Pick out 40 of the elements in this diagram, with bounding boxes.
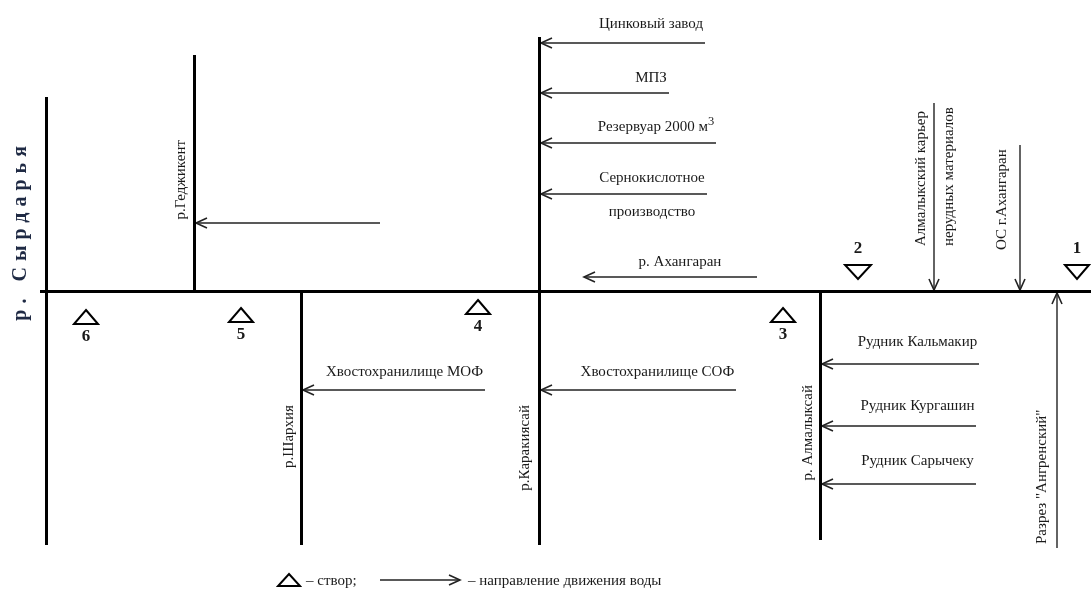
source-label: Рудник Сарычеку	[830, 451, 1005, 489]
arrow	[928, 102, 940, 291]
source-label: Разрез "Ангренский"	[1030, 340, 1062, 544]
station-number: 6	[80, 326, 92, 346]
source-label: МПЗ	[575, 68, 727, 98]
river-label: р. Ахангаран	[637, 252, 723, 270]
source-label: Цинковый завод	[575, 14, 727, 48]
station-number: 2	[852, 238, 864, 258]
arrow	[821, 358, 980, 370]
arrow	[195, 217, 381, 229]
river-label: р.Шархия	[279, 405, 297, 468]
river-line	[40, 290, 1091, 293]
river-label: р.Геджикент	[171, 140, 189, 220]
source-label: Рудник Кальмакир	[830, 332, 1005, 369]
arrow	[540, 37, 706, 49]
river-label: р.Каракиясай	[515, 405, 533, 491]
arrow	[540, 87, 670, 99]
station-number: 1	[1071, 238, 1083, 258]
arrow	[821, 478, 977, 490]
legend-text: – направление движения воды	[468, 571, 662, 590]
arrow	[540, 137, 717, 149]
source-label: Хвостохранилище МОФ	[322, 352, 487, 428]
river-label: р. Сырдарья	[7, 140, 32, 321]
source-label: Резервуар 2000 м$^{3}$	[566, 112, 746, 148]
source-label: Сернокислотное производство	[572, 160, 732, 228]
arrow	[540, 384, 737, 396]
station-number: 3	[777, 324, 789, 344]
arrow	[821, 420, 977, 432]
station-number: 5	[235, 324, 247, 344]
source-label: ОС г.Ахангаран	[990, 95, 1025, 250]
arrow	[1051, 292, 1063, 549]
legend-text: – створ;	[306, 571, 357, 590]
arrow	[540, 188, 708, 200]
arrow	[302, 384, 486, 396]
river-label: р. Алмалыксай	[798, 385, 816, 481]
arrow	[1014, 144, 1026, 291]
source-label: Хвостохранилище СОФ	[575, 352, 740, 428]
source-label: Алмалыкский карьер нерудных материалов	[906, 50, 962, 246]
station-number: 4	[472, 316, 484, 336]
source-label: Рудник Кургашин	[830, 396, 1005, 431]
